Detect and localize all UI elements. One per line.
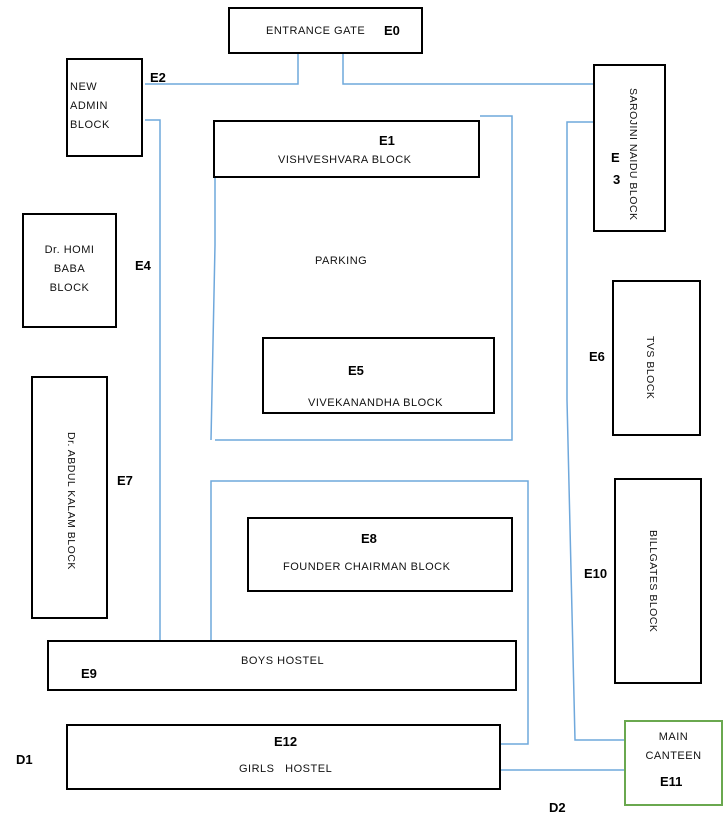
path-right-corridor — [566, 121, 625, 741]
main-canteen-block: MAIN CANTEEN E11 — [624, 720, 723, 806]
homi-baba-label: Dr. HOMI BABA BLOCK — [24, 241, 115, 298]
tvs-code: E6 — [589, 349, 605, 364]
marker-d2: D2 — [549, 800, 566, 815]
sarojini-naidu-label: SAROJINI NAIDU BLOCK — [627, 88, 639, 221]
path-e4 — [145, 119, 161, 640]
girls-hostel-code: E12 — [274, 734, 298, 749]
abdul-kalam-block: Dr. ABDUL KALAM BLOCK — [31, 376, 108, 619]
sarojini-naidu-block: SAROJINI NAIDU BLOCK E 3 — [593, 64, 666, 232]
billgates-label: BILLGATES BLOCK — [647, 530, 659, 633]
tvs-label: TVS BLOCK — [644, 336, 656, 400]
vishveshvara-block: E1 VISHVESHVARA BLOCK — [213, 120, 480, 178]
homi-baba-block: Dr. HOMI BABA BLOCK — [22, 213, 117, 328]
path-gate-left — [145, 54, 299, 85]
entrance-gate-label: ENTRANCE GATE — [266, 25, 366, 37]
tvs-block: TVS BLOCK — [612, 280, 701, 436]
vivekanandha-block: E5 VIVEKANANDHA BLOCK — [262, 337, 495, 414]
homi-baba-line-2: BABA — [53, 263, 86, 275]
sarojini-naidu-code-line-1: E — [611, 150, 620, 165]
boys-hostel-code: E9 — [81, 666, 97, 681]
parking-label: PARKING — [315, 255, 368, 267]
new-admin-line-3: BLOCK — [70, 119, 110, 131]
homi-baba-line-1: Dr. HOMI — [44, 244, 95, 256]
new-admin-code: E2 — [150, 70, 166, 85]
new-admin-label: NEW ADMIN BLOCK — [70, 78, 130, 135]
founder-chairman-label: FOUNDER CHAIRMAN BLOCK — [283, 561, 451, 573]
homi-baba-line-3: BLOCK — [49, 282, 90, 294]
entrance-gate-block: ENTRANCE GATE E0 — [228, 7, 423, 54]
main-canteen-line-1: MAIN — [658, 731, 689, 743]
path-parking-loop — [215, 115, 513, 441]
billgates-code: E10 — [584, 566, 608, 581]
vivekanandha-label: VIVEKANANDHA BLOCK — [308, 397, 443, 409]
main-canteen-label: MAIN CANTEEN — [626, 728, 721, 766]
new-admin-block: NEW ADMIN BLOCK — [66, 58, 143, 157]
path-founder-loop — [210, 480, 529, 745]
marker-d1: D1 — [16, 752, 33, 767]
new-admin-line-2: ADMIN — [70, 100, 108, 112]
abdul-kalam-label: Dr. ABDUL KALAM BLOCK — [65, 432, 77, 570]
boys-hostel-label: BOYS HOSTEL — [241, 655, 325, 667]
new-admin-line-1: NEW — [70, 81, 98, 93]
abdul-kalam-code: E7 — [117, 473, 133, 488]
main-canteen-code: E11 — [660, 774, 683, 789]
path-parking-left — [210, 150, 216, 441]
boys-hostel-block: BOYS HOSTEL E9 — [47, 640, 517, 691]
sarojini-naidu-code-line-2: 3 — [613, 172, 621, 187]
path-gate-right — [342, 54, 593, 85]
girls-hostel-block: E12 GIRLS HOSTEL — [66, 724, 501, 790]
vishveshvara-code: E1 — [379, 133, 395, 148]
girls-hostel-label: GIRLS HOSTEL — [239, 763, 333, 775]
vivekanandha-code: E5 — [348, 363, 364, 378]
homi-baba-code: E4 — [135, 258, 151, 273]
main-canteen-line-2: CANTEEN — [645, 750, 702, 762]
billgates-block: BILLGATES BLOCK — [614, 478, 702, 684]
entrance-gate-code: E0 — [384, 23, 400, 38]
vishveshvara-label: VISHVESHVARA BLOCK — [278, 154, 412, 166]
founder-chairman-code: E8 — [361, 531, 377, 546]
founder-chairman-block: E8 FOUNDER CHAIRMAN BLOCK — [247, 517, 513, 592]
